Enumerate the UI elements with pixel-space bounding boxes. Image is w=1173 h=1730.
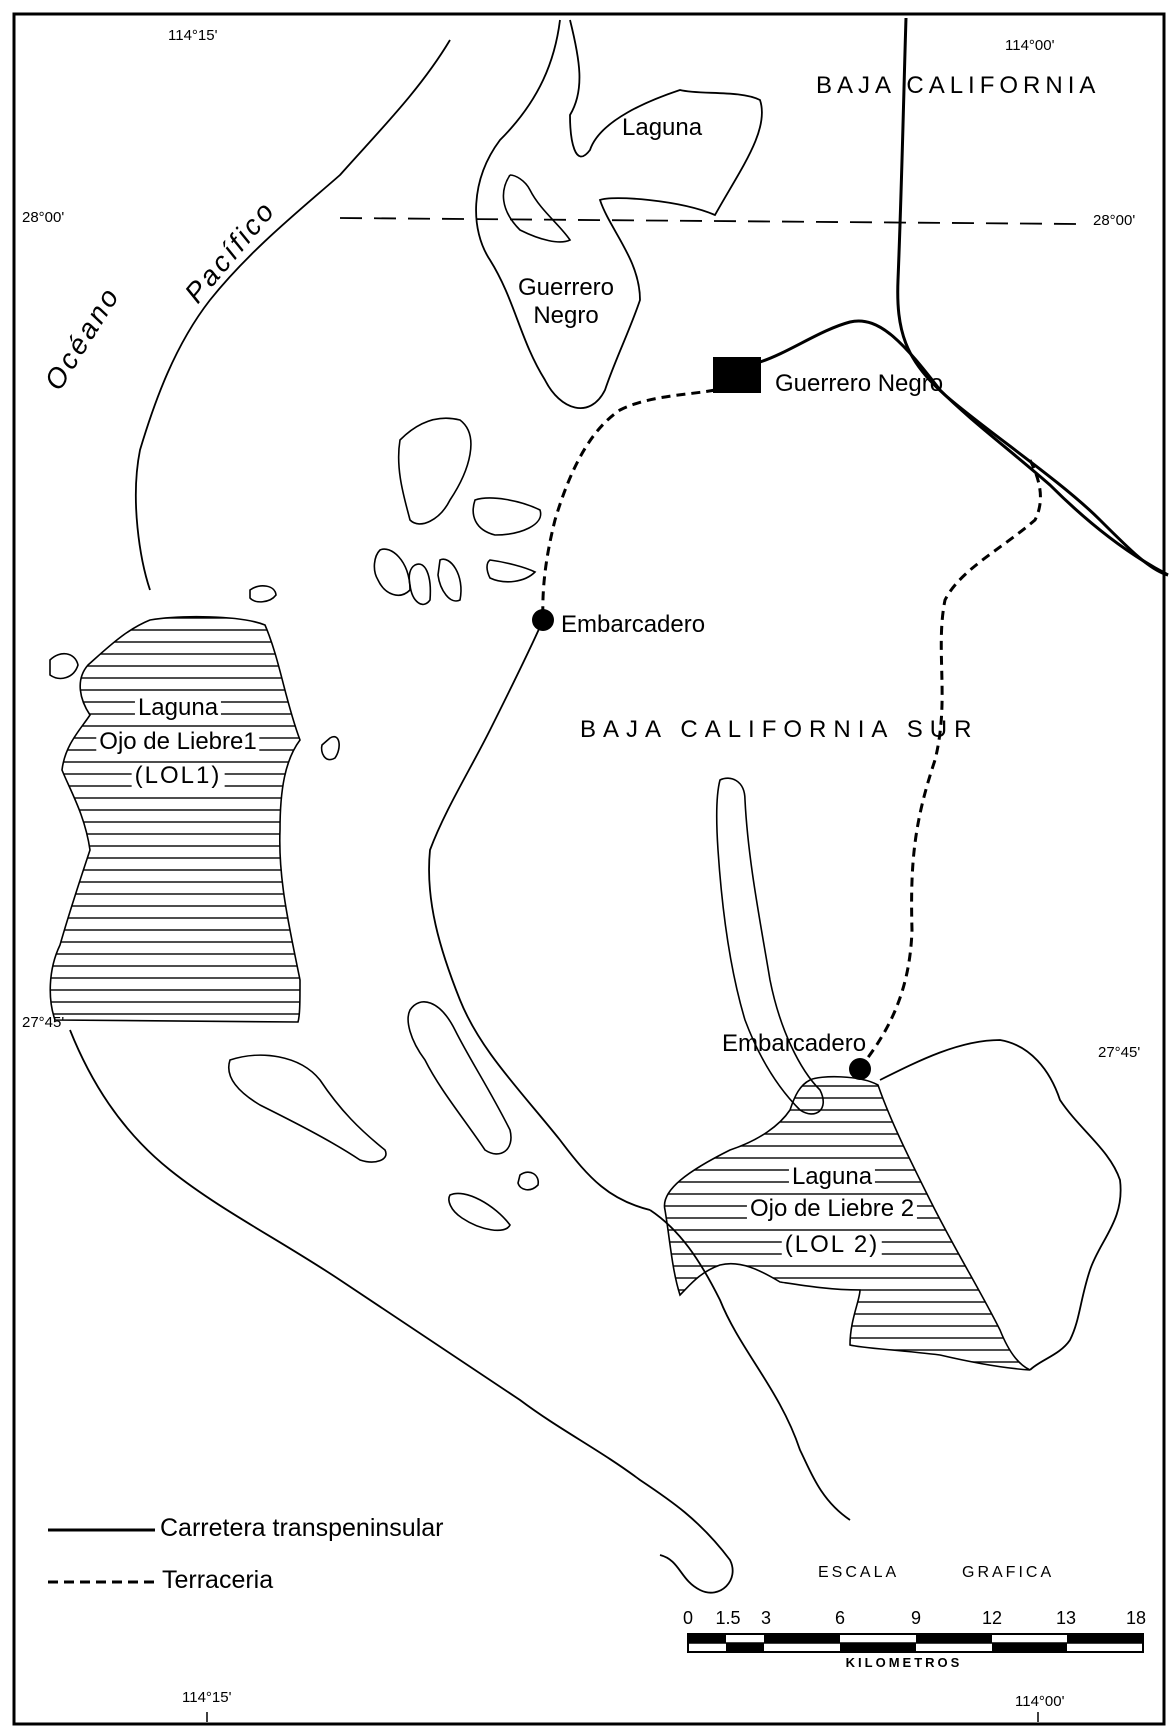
embarcadero-2-marker <box>849 1058 871 1080</box>
label-laguna-north: Laguna <box>622 114 703 141</box>
dirt-road-embarcadero-2 <box>858 459 1042 1069</box>
coord-lon-east-bottom: 114°00' <box>1015 1693 1065 1710</box>
state-border <box>896 17 1169 577</box>
marsh-island-1 <box>397 417 472 525</box>
legend-dirt-road-label: Terraceria <box>162 1566 274 1594</box>
scale-tick: 12 <box>981 1608 1003 1628</box>
label-lol1-line3: (LOL1) <box>131 764 225 788</box>
scale-tick: 0 <box>682 1608 694 1628</box>
coord-lat-south-left: 27°45' <box>22 1014 65 1031</box>
scale-bar <box>687 1633 1144 1653</box>
marsh-island-3 <box>373 548 411 596</box>
marsh-island-2 <box>472 497 542 536</box>
label-lol1-line1: Laguna <box>134 696 222 720</box>
marsh-island-5 <box>437 558 462 602</box>
island-small-2 <box>320 735 340 761</box>
label-embarcadero-2: Embarcadero <box>722 1030 867 1057</box>
label-guerrero-negro-lagoon-2: Negro <box>533 302 599 329</box>
guerrero-negro-lagoon-inner <box>502 174 572 243</box>
coord-lon-west-top: 114°15' <box>168 27 218 44</box>
scale-title-escala: ESCALA <box>818 1564 900 1581</box>
lagoon-lol1 <box>49 615 301 1023</box>
marsh-island-4 <box>408 563 432 606</box>
scale-tick: 1.5 <box>715 1608 741 1628</box>
label-guerrero-negro-town: Guerrero Negro <box>775 370 944 397</box>
legend-highway-label: Carretera transpeninsular <box>160 1514 444 1542</box>
guerrero-negro-town-marker <box>713 357 761 393</box>
southwest-coast <box>69 1029 734 1594</box>
region-baja-california-sur: BAJA CALIFORNIA SUR <box>580 716 979 743</box>
scale-tick: 3 <box>760 1608 772 1628</box>
scale-tick: 9 <box>910 1608 922 1628</box>
coord-lat-north-left: 28°00' <box>22 209 65 226</box>
east-coast-south <box>879 1039 1122 1371</box>
label-lol2-line2: Ojo de Liebre 2 <box>746 1197 918 1221</box>
highway-road <box>759 319 1169 577</box>
label-embarcadero-1: Embarcadero <box>561 611 706 638</box>
long-spit <box>715 777 824 1115</box>
bay-island-3 <box>448 1192 511 1232</box>
label-lol2-line3: (LOL 2) <box>781 1233 883 1257</box>
coord-lat-north-right: 28°00' <box>1093 212 1136 229</box>
bay-island-4 <box>517 1171 540 1191</box>
bay-island-2 <box>228 1054 387 1163</box>
dirt-road-embarcadero-1 <box>541 388 716 621</box>
island-small-1 <box>249 585 277 603</box>
latitude-line-28-00 <box>339 217 1081 225</box>
label-lol1-line2: Ojo de Liebre1 <box>96 730 260 754</box>
guerrero-negro-lagoon <box>475 19 763 409</box>
coord-lon-east-top: 114°00' <box>1005 37 1055 54</box>
bay-island-1 <box>407 1001 512 1155</box>
bay-east-shore <box>428 619 651 1211</box>
label-guerrero-negro-lagoon-1: Guerrero <box>517 274 615 301</box>
marsh-island-6 <box>486 559 537 583</box>
coastline-ocean <box>135 39 451 591</box>
region-baja-california: BAJA CALIFORNIA <box>816 72 1101 99</box>
scale-tick: 18 <box>1125 1608 1147 1628</box>
scale-unit: KILOMETROS <box>845 1655 963 1670</box>
label-lol2-line1: Laguna <box>788 1165 876 1189</box>
lagoon-lol2 <box>663 1075 1031 1371</box>
map-frame <box>12 12 1166 1726</box>
scale-title-grafica: GRAFICA <box>962 1564 1055 1581</box>
coord-lon-west-bottom: 114°15' <box>182 1689 232 1706</box>
scale-tick: 13 <box>1055 1608 1077 1628</box>
island-lol1-west <box>49 652 79 680</box>
embarcadero-1-marker <box>532 609 554 631</box>
scale-tick: 6 <box>834 1608 846 1628</box>
coord-lat-south-right: 27°45' <box>1098 1044 1141 1061</box>
